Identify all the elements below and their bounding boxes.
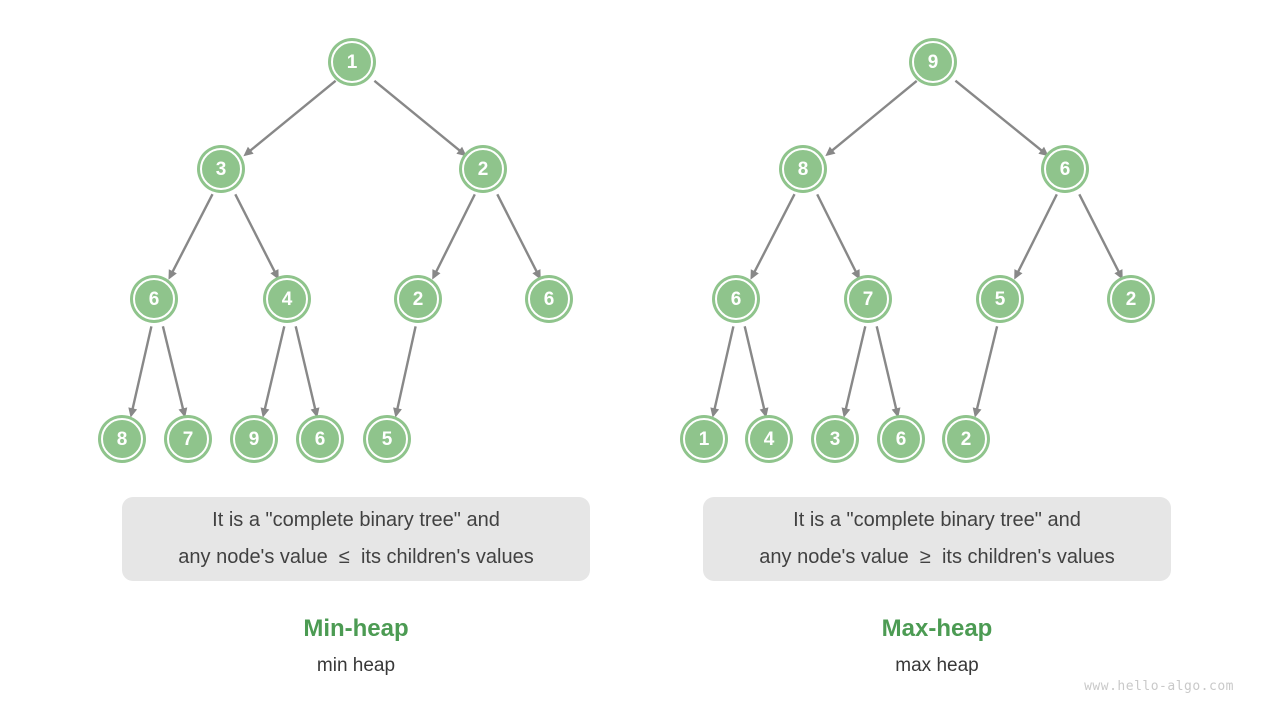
min-heap-node: 1: [331, 41, 373, 83]
min-heap-edge: [432, 193, 476, 280]
max-heap-edge: [710, 326, 735, 418]
max-heap-subtitle: max heap: [895, 655, 979, 676]
max-heap-caption-box: It is a "complete binary tree" and any n…: [703, 497, 1171, 581]
max-heap-node: 9: [912, 41, 954, 83]
caption-line: It is a "complete binary tree" and: [212, 509, 500, 531]
max-heap-node: 2: [945, 418, 987, 460]
min-heap-title: Min-heap: [303, 615, 409, 642]
max-heap-edge: [750, 193, 796, 280]
max-heap-node: 6: [715, 278, 757, 320]
max-heap-edge: [816, 193, 860, 280]
max-heap-edge: [875, 326, 901, 418]
min-heap-edge: [161, 326, 188, 418]
max-heap-edge: [743, 326, 769, 418]
max-heap-node: 4: [748, 418, 790, 460]
max-heap-label-block: Max-heap max heap: [777, 614, 1097, 678]
min-heap-edge: [496, 193, 541, 280]
min-heap-node: 6: [299, 418, 341, 460]
min-heap-node: 6: [528, 278, 570, 320]
max-heap-edge: [972, 326, 999, 418]
min-heap-node: 9: [233, 418, 275, 460]
min-heap-edge: [373, 79, 467, 157]
watermark: www.hello-algo.com: [1084, 679, 1234, 694]
min-heap-node: 3: [200, 148, 242, 190]
min-heap-node: 6: [133, 278, 175, 320]
max-heap-edge: [841, 326, 867, 418]
min-heap-edge: [128, 326, 153, 418]
caption-line: any node's value ≥ its children's values: [759, 546, 1115, 568]
min-heap-edge: [260, 326, 286, 418]
max-heap-edge: [825, 79, 918, 157]
min-heap-node: 4: [266, 278, 308, 320]
min-heap-caption-box: It is a "complete binary tree" and any n…: [122, 497, 590, 581]
min-heap-edge: [243, 79, 337, 157]
max-heap-node: 8: [782, 148, 824, 190]
max-heap-node: 2: [1110, 278, 1152, 320]
max-heap-node: 3: [814, 418, 856, 460]
max-heap-node: 5: [979, 278, 1021, 320]
min-heap-edge: [234, 193, 279, 280]
min-heap-node: 2: [397, 278, 439, 320]
min-heap-node: 2: [462, 148, 504, 190]
max-heap-node: 1: [683, 418, 725, 460]
max-heap-title: Max-heap: [881, 615, 993, 642]
min-heap-subtitle: min heap: [316, 655, 396, 676]
max-heap-node: 7: [847, 278, 889, 320]
min-heap-node: 5: [366, 418, 408, 460]
min-heap-edge: [393, 326, 417, 418]
max-heap-edge: [954, 79, 1049, 157]
max-heap-node: 6: [1044, 148, 1086, 190]
caption-line: It is a "complete binary tree" and: [793, 509, 1081, 531]
min-heap-node: 8: [101, 418, 143, 460]
min-heap-edge: [168, 193, 214, 280]
caption-line: any node's value ≤ its children's values: [178, 546, 534, 568]
max-heap-edge: [1078, 193, 1123, 280]
max-heap-edge: [1014, 193, 1058, 280]
min-heap-label-block: Min-heap min heap: [196, 614, 516, 678]
max-heap-node: 6: [880, 418, 922, 460]
min-heap-edge: [294, 326, 320, 418]
min-heap-node: 7: [167, 418, 209, 460]
